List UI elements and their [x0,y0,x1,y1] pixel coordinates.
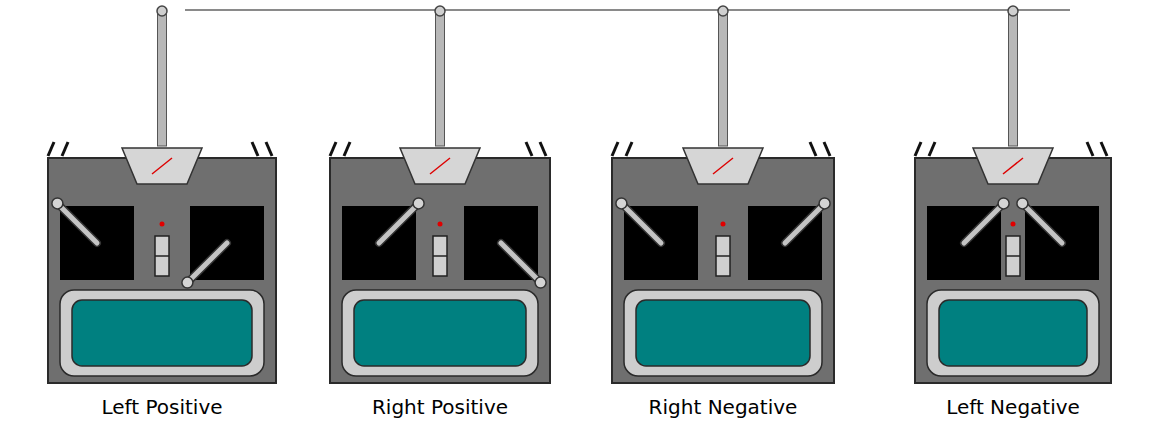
antenna [158,14,167,146]
stick [1022,203,1062,243]
stick-knob [52,198,63,209]
toggle-switch [915,142,921,156]
slider-switch [433,255,447,257]
toggle-switch [266,142,272,156]
stick [187,243,227,283]
screen [636,300,810,366]
toggle-switch [1101,142,1107,156]
transmitter [915,6,1111,383]
stick [187,243,227,283]
stick-knob [535,277,546,288]
antenna-mark [713,158,733,174]
toggle-switch [1087,142,1093,156]
screen [939,300,1087,366]
antenna-base [683,148,763,184]
toggle-switch [612,142,618,156]
screen-bezel [927,290,1099,376]
toggle-switch [62,142,68,156]
indicator-led [1011,222,1016,227]
indicator-led [721,222,726,227]
toggle-switch [540,142,546,156]
toggle-switch [824,142,830,156]
toggle-switch [344,142,350,156]
stick-knob [616,198,627,209]
transmitter-body [915,158,1111,383]
antenna-base [973,148,1053,184]
toggle-switch [252,142,258,156]
transmitter [330,6,550,383]
toggle-switch [48,142,54,156]
stick [964,203,1004,243]
indicator-led [160,222,165,227]
slider-switch [716,236,730,276]
antenna-mark [1003,158,1023,174]
stick-knob [413,198,424,209]
stick [379,203,419,243]
stick [785,203,825,243]
antenna-base [122,148,202,184]
antenna-base [400,148,480,184]
stick [379,203,419,243]
toggle-switch [626,142,632,156]
screen-bezel [342,290,538,376]
stick [57,203,97,243]
toggle-switch [330,142,336,156]
caption-label: Left Positive [101,395,222,419]
stick [57,203,97,243]
stick-knob [182,277,193,288]
slider-switch [155,255,169,257]
slider-switch [155,236,169,276]
slider-switch [433,236,447,276]
caption-label: Right Positive [372,395,508,419]
stick [785,203,825,243]
stick-knob [998,198,1009,209]
stick-knob [819,198,830,209]
screen [72,300,252,366]
stick [501,243,541,283]
stick-knob [1017,198,1028,209]
caption-label: Left Negative [946,395,1080,419]
antenna-tip [718,6,728,16]
stick [621,203,661,243]
transmitter-body [612,158,834,383]
slider-switch [716,255,730,257]
transmitter [48,6,276,383]
antenna-mark [152,158,172,174]
antenna-tip [435,6,445,16]
transmitter-body [48,158,276,383]
transmitter-body [330,158,550,383]
indicator-led [438,222,443,227]
antenna-tip [1008,6,1018,16]
stick [1022,203,1062,243]
toggle-switch [526,142,532,156]
toggle-switch [929,142,935,156]
transmitter [612,6,834,383]
antenna [1009,14,1018,146]
stick [501,243,541,283]
antenna-tip [157,6,167,16]
top-rule [185,9,1070,11]
slider-switch [1006,255,1020,257]
toggle-switch [810,142,816,156]
stick [964,203,1004,243]
slider-switch [1006,236,1020,276]
screen [354,300,526,366]
antenna [436,14,445,146]
caption-label: Right Negative [649,395,798,419]
antenna [719,14,728,146]
stick [621,203,661,243]
screen-bezel [624,290,822,376]
screen-bezel [60,290,264,376]
antenna-mark [430,158,450,174]
